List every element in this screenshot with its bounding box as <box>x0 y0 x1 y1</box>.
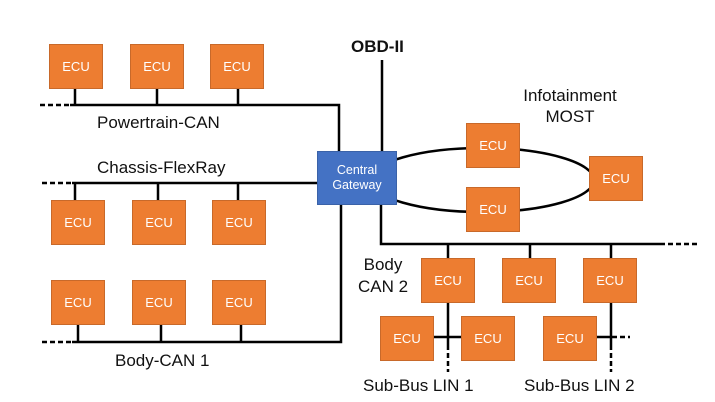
body2-label-line2: CAN 2 <box>357 277 409 297</box>
sub-bus-lin-1-label: Sub-Bus LIN 1 <box>363 376 474 395</box>
body-can-1-label: Body-CAN 1 <box>115 351 210 370</box>
chassis-ecu-1: ECU <box>51 200 105 245</box>
body1-ecu-2: ECU <box>132 280 186 325</box>
gateway-label-line1: Central <box>336 163 378 177</box>
chassis-ecu-2: ECU <box>132 200 186 245</box>
lin1-ecu-2: ECU <box>461 316 515 361</box>
lin1-line <box>432 302 462 345</box>
powertrain-can-label: Powertrain-CAN <box>97 113 220 132</box>
body1-stubs <box>76 324 243 342</box>
lin1-ecu-1: ECU <box>380 316 434 361</box>
infotainment-most-label: Infotainment MOST <box>508 85 632 128</box>
lin2-ecu-1: ECU <box>543 316 597 361</box>
chassis-ecu-3: ECU <box>212 200 266 245</box>
most-ecu-2: ECU <box>466 187 520 232</box>
chassis-stubs <box>73 183 240 200</box>
chassis-flexray-label: Chassis-FlexRay <box>97 158 226 177</box>
gateway-label-line2: Gateway <box>332 178 382 192</box>
powertrain-bus-line <box>70 103 341 152</box>
body2-bus-line <box>379 205 660 246</box>
most-ecu-3: ECU <box>589 156 643 201</box>
body1-ecu-1: ECU <box>51 280 105 325</box>
powertrain-stubs <box>73 88 240 105</box>
body2-ecu-1: ECU <box>421 258 475 303</box>
lin2-dash <box>609 335 630 372</box>
powertrain-ecu-2: ECU <box>130 44 184 89</box>
powertrain-ecu-3: ECU <box>210 44 264 89</box>
powertrain-ecu-1: ECU <box>49 44 103 89</box>
central-gateway: Central Gateway <box>317 151 397 205</box>
infotainment-label-line2: MOST <box>545 107 595 127</box>
most-ecu-1: ECU <box>466 123 520 168</box>
body1-bus-line <box>72 205 343 344</box>
body2-ecu-2: ECU <box>502 258 556 303</box>
body1-ecu-3: ECU <box>212 280 266 325</box>
lin2-line <box>594 302 613 345</box>
infotainment-label-line1: Infotainment <box>523 86 617 105</box>
body-can-2-label: Body CAN 2 <box>352 254 414 298</box>
obd-ii-label: OBD-II <box>351 37 404 56</box>
body2-ecu-3: ECU <box>583 258 637 303</box>
body2-stubs <box>446 244 613 258</box>
sub-bus-lin-2-label: Sub-Bus LIN 2 <box>524 376 635 395</box>
body2-label-line1: Body <box>363 255 403 274</box>
